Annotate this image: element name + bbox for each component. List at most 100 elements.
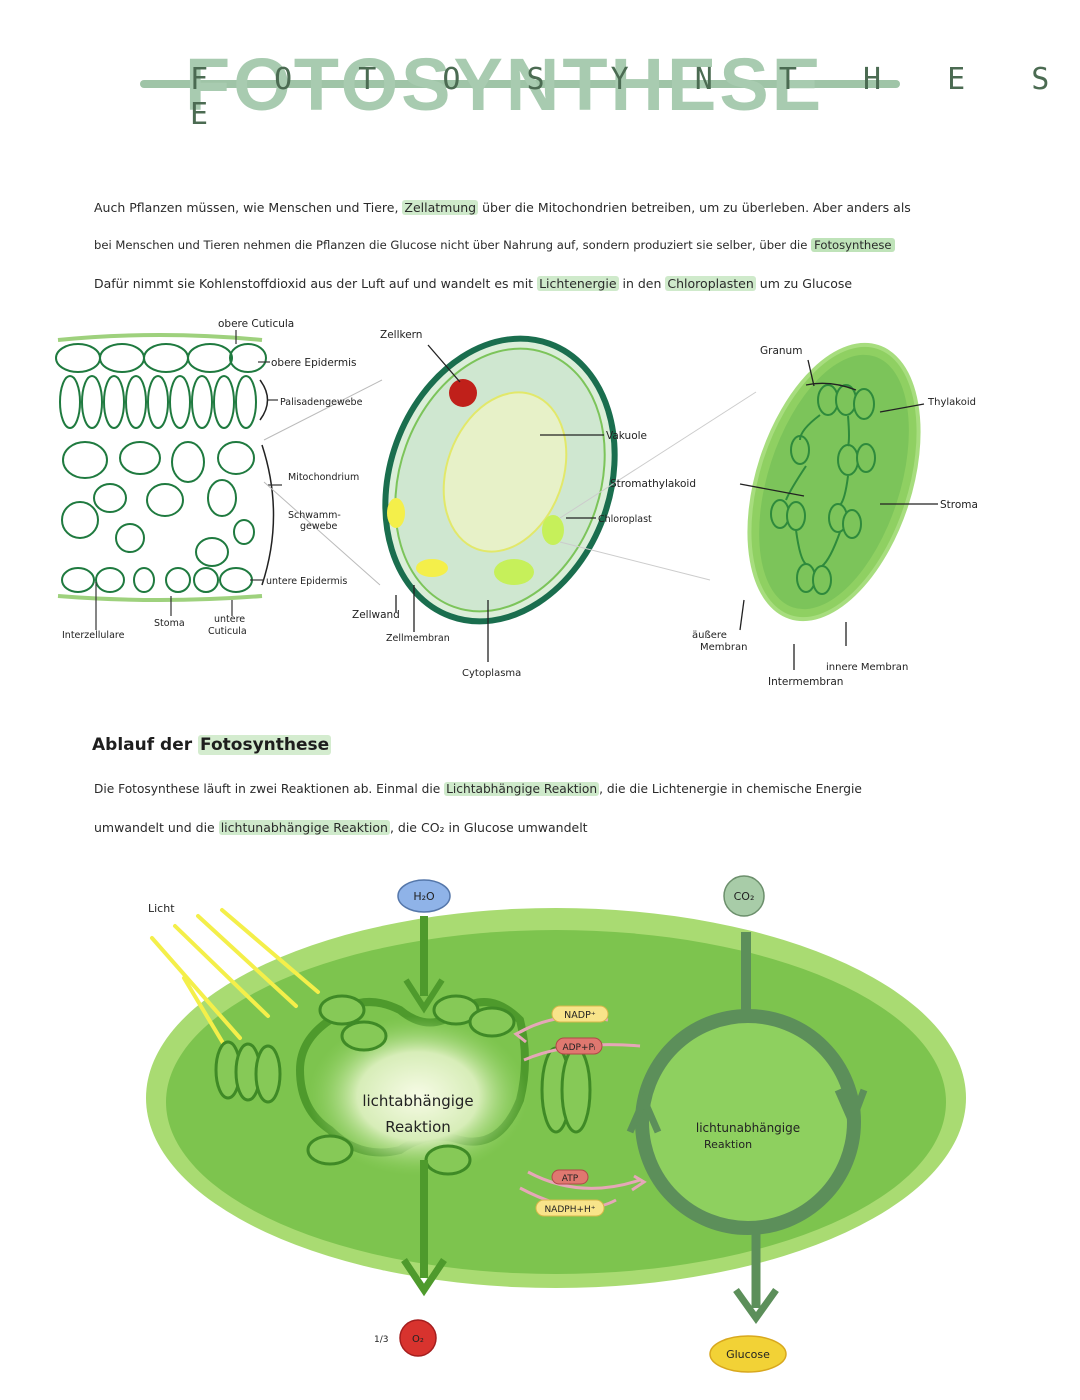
svg-text:NADP⁺: NADP⁺ (564, 1010, 596, 1021)
svg-text:Schwamm-: Schwamm- (288, 510, 341, 521)
chloro-labels: Granum Thylakoid Stromathylakoid Stroma … (610, 345, 978, 688)
chloroplast-4 (542, 515, 564, 545)
svg-text:äußere: äußere (692, 630, 727, 641)
leaf-label-lines (95, 330, 282, 630)
section2-text: Die Fotosynthese läuft in zwei Reaktione… (94, 782, 445, 796)
page-title-spaced: F O T O S Y N T H E S E (190, 62, 1074, 132)
section2-text: umwandelt und die (94, 820, 219, 835)
palisade-cells (59, 375, 257, 429)
chloroplast-2 (416, 559, 448, 577)
svg-text:obere Cuticula: obere Cuticula (218, 318, 294, 330)
term-lichtunabhaengige: lichtunabhängige Reaktion (218, 820, 390, 835)
plant-cell (382, 335, 618, 625)
cell-to-chloroplast-guides (559, 391, 757, 581)
grana (770, 384, 876, 595)
heading-highlight: Fotosynthese (198, 735, 332, 755)
heading-text: Ablauf der (92, 735, 199, 755)
h2o-input: H₂O (397, 879, 451, 1014)
leaf-labels: obere Cuticula obere Epidermis Palisaden… (62, 318, 363, 641)
term-fotosynthese: Fotosynthese (811, 238, 895, 252)
svg-text:H₂O: H₂O (413, 890, 435, 903)
svg-text:gewebe: gewebe (300, 521, 338, 532)
svg-text:innere Membran: innere Membran (826, 662, 908, 673)
svg-text:ADP+Pᵢ: ADP+Pᵢ (562, 1043, 595, 1053)
svg-text:Mitochondrium: Mitochondrium (288, 472, 359, 483)
svg-text:ATP: ATP (562, 1174, 579, 1184)
licht-label: Licht (148, 902, 175, 915)
intro-text: über die Mitochondrien betreiben, um zu … (478, 200, 911, 215)
svg-text:NADPH+H⁺: NADPH+H⁺ (544, 1205, 595, 1215)
title-block: FOTOSYNTHESE F O T O S Y N T H E S E (0, 20, 1080, 132)
section2-text: , die die Lichtenergie in chemische Ener… (599, 782, 862, 796)
process-diagram: Licht lichtabhängige Reaktion H₂O O₂ 1/3… (146, 875, 966, 1373)
structure-diagrams: obere Cuticula obere Epidermis Palisaden… (55, 318, 978, 688)
svg-text:Intermembran: Intermembran (768, 676, 843, 688)
light-reaction-label: lichtabhängige Reaktion (362, 1092, 473, 1136)
svg-text:Vakuole: Vakuole (606, 430, 647, 442)
cell-labels: Zellkern Vakuole Chloroplast Zellwand Ze… (352, 329, 652, 679)
light-reaction-glow (308, 1016, 528, 1176)
energy-carriers: NADP⁺ ADP+Pᵢ ATP NADPH+H⁺ (513, 1005, 647, 1217)
svg-text:untere Epidermis: untere Epidermis (266, 576, 347, 587)
o2-fraction: 1/3 (374, 1335, 388, 1345)
svg-text:Reaktion: Reaktion (385, 1118, 451, 1136)
thylakoid-stacks (214, 994, 592, 1176)
chloroplast-1 (387, 498, 405, 528)
o2-output: O₂ 1/3 (374, 1160, 447, 1357)
vacuole (442, 391, 568, 553)
page-title: FOTOSYNTHESE (185, 43, 825, 126)
svg-text:untere: untere (214, 614, 245, 625)
svg-text:lichtunabhängige: lichtunabhängige (696, 1121, 800, 1135)
lower-epidermis-cells (61, 567, 253, 593)
svg-text:Stromathylakoid: Stromathylakoid (610, 478, 696, 490)
intro-line-2: bei Menschen und Tieren nehmen die Pflan… (94, 238, 895, 252)
title-underline (140, 80, 900, 88)
intro-text: Dafür nimmt sie Kohlenstoffdioxid aus de… (94, 276, 538, 291)
svg-text:Stoma: Stoma (154, 618, 185, 629)
svg-text:Reaktion: Reaktion (704, 1138, 752, 1151)
intro-text: um zu Glucose (755, 276, 853, 291)
section2-line-1: Die Fotosynthese läuft in zwei Reaktione… (94, 782, 862, 796)
term-lichtenergie: Lichtenergie (537, 276, 619, 291)
section-heading: Ablauf der Fotosynthese (92, 735, 332, 755)
svg-text:CO₂: CO₂ (734, 890, 755, 903)
intro-text: bei Menschen und Tieren nehmen die Pflan… (94, 238, 812, 252)
svg-text:Palisadengewebe: Palisadengewebe (280, 397, 363, 408)
svg-text:Zellwand: Zellwand (352, 609, 400, 621)
chloroplast-detail (747, 342, 921, 622)
cell-label-lines (395, 344, 604, 662)
svg-text:Zellmembran: Zellmembran (386, 633, 450, 644)
section2-line-2: umwandelt und die lichtunabhängige Reakt… (94, 820, 588, 835)
intro-line-3: Dafür nimmt sie Kohlenstoffdioxid aus de… (94, 276, 852, 291)
leaf-to-cell-guides (263, 379, 383, 586)
svg-text:Interzellulare: Interzellulare (62, 630, 125, 641)
calvin-cycle: lichtunabhängige Reaktion (626, 1009, 868, 1235)
section2-text: , die CO₂ in Glucose umwandelt (389, 820, 588, 835)
glucose-output: Glucose (709, 1228, 787, 1373)
svg-text:O₂: O₂ (412, 1334, 424, 1345)
nucleus (449, 379, 477, 407)
leaf-cross-section (55, 333, 275, 602)
term-chloroplasten: Chloroplasten (665, 276, 756, 291)
svg-text:Granum: Granum (760, 345, 802, 357)
svg-text:Thylakoid: Thylakoid (927, 397, 976, 408)
svg-text:obere Epidermis: obere Epidermis (271, 357, 357, 369)
svg-text:Cytoplasma: Cytoplasma (462, 668, 521, 679)
upper-epidermis-cells (55, 343, 267, 373)
svg-text:lichtabhängige: lichtabhängige (362, 1092, 473, 1110)
term-lichtabhaengige: Lichtabhängige Reaktion (444, 782, 600, 796)
svg-text:Zellkern: Zellkern (380, 329, 422, 341)
chloroplast-3 (494, 559, 534, 585)
svg-text:Stroma: Stroma (940, 499, 978, 511)
spongy-cells (61, 441, 255, 567)
intro-text: in den (618, 276, 666, 291)
intro-text: Auch Pflanzen müssen, wie Menschen und T… (94, 200, 403, 215)
intro-line-1: Auch Pflanzen müssen, wie Menschen und T… (94, 200, 911, 215)
co2-input: CO₂ (723, 875, 765, 1010)
svg-text:Membran: Membran (700, 642, 747, 653)
svg-text:Glucose: Glucose (726, 1348, 770, 1361)
term-zellatmung: Zellatmung (402, 200, 479, 215)
svg-text:Chloroplast: Chloroplast (598, 514, 652, 525)
chloro-label-lines (739, 359, 938, 670)
svg-text:Cuticula: Cuticula (208, 626, 247, 637)
